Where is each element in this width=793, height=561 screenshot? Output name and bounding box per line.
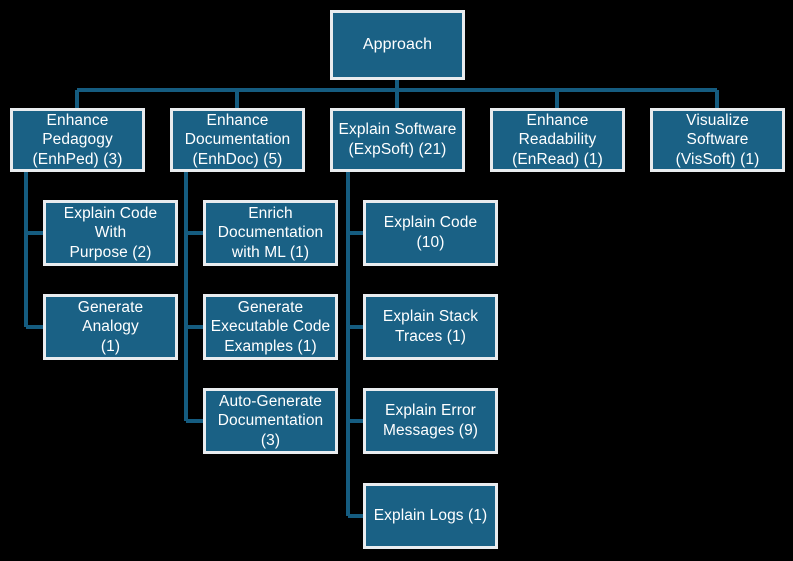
node-enrich-documentation-with-ml[interactable]: Enrich Documentation with ML (1) — [203, 200, 338, 266]
node-label: Explain Stack Traces (1) — [382, 308, 479, 345]
node-explain-code-with-purpose[interactable]: Explain Code With Purpose (2) — [43, 200, 178, 266]
node-explain-error-messages[interactable]: Explain Error Messages (9) — [363, 388, 498, 454]
node-label: Enhance Pedagogy (EnhPed) (3) — [32, 111, 123, 168]
node-auto-generate-documentation[interactable]: Auto-Generate Documentation (3) — [203, 388, 338, 454]
node-expsoft[interactable]: Explain Software (ExpSoft) (21) — [330, 108, 465, 172]
node-label: Approach — [362, 35, 433, 53]
node-enread[interactable]: Enhance Readability (EnRead) (1) — [490, 108, 625, 172]
node-enhped[interactable]: Enhance Pedagogy (EnhPed) (3) — [10, 108, 145, 172]
node-label: Generate Executable Code Examples (1) — [210, 298, 331, 355]
node-label: Visualize Software (VisSoft) (1) — [675, 111, 760, 168]
node-label: Explain Software (ExpSoft) (21) — [338, 121, 457, 158]
node-approach[interactable]: Approach — [330, 10, 465, 80]
node-label: Explain Logs (1) — [373, 507, 488, 525]
node-explain-code[interactable]: Explain Code (10) — [363, 200, 498, 266]
node-label: Enrich Documentation with ML (1) — [217, 204, 324, 261]
node-generate-executable-code-examples[interactable]: Generate Executable Code Examples (1) — [203, 294, 338, 360]
node-label: Explain Code With Purpose (2) — [63, 204, 158, 261]
node-explain-logs[interactable]: Explain Logs (1) — [363, 483, 498, 549]
node-label: Enhance Readability (EnRead) (1) — [512, 111, 603, 168]
node-label: Generate Analogy (1) — [77, 298, 144, 355]
node-label: Explain Error Messages (9) — [382, 402, 479, 439]
node-label: Auto-Generate Documentation (3) — [217, 392, 324, 449]
node-explain-stack-traces[interactable]: Explain Stack Traces (1) — [363, 294, 498, 360]
node-generate-analogy[interactable]: Generate Analogy (1) — [43, 294, 178, 360]
node-label: Explain Code (10) — [383, 214, 478, 251]
node-vissoft[interactable]: Visualize Software (VisSoft) (1) — [650, 108, 785, 172]
node-enhdoc[interactable]: Enhance Documentation (EnhDoc) (5) — [170, 108, 305, 172]
node-label: Enhance Documentation (EnhDoc) (5) — [184, 111, 291, 168]
